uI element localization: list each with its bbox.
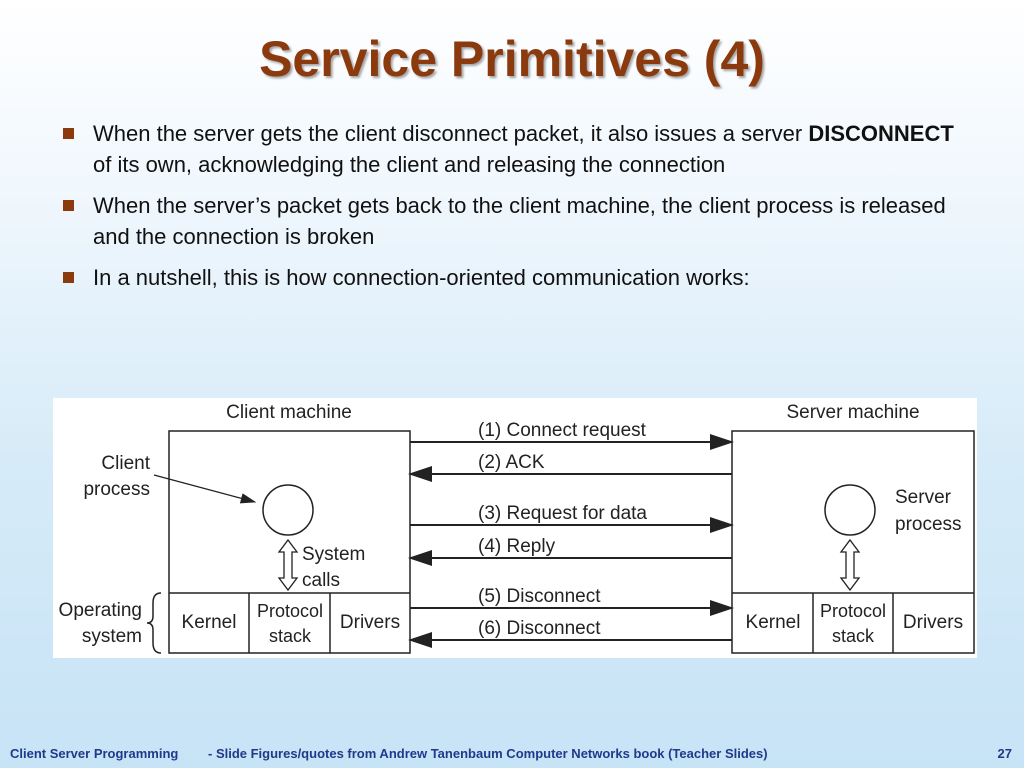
operating-system-label-2: system — [82, 626, 142, 647]
os-brace-icon — [146, 592, 162, 654]
slide-title: Service Primitives (4) — [259, 31, 765, 87]
server-syscall-arrow-icon — [839, 538, 861, 592]
client-syscall-arrow-icon — [277, 538, 299, 592]
server-process-circle — [824, 484, 876, 536]
bullet-text: of its own, acknowledging the client and… — [93, 152, 726, 177]
bullet-square-icon — [63, 200, 74, 211]
message-label: (3) Request for data — [478, 503, 647, 524]
bullet-item: When the server gets the client disconne… — [58, 118, 978, 180]
footer-credit: - Slide Figures/quotes from Andrew Tanen… — [208, 746, 768, 761]
client-process-label-2: process — [83, 479, 150, 500]
bullet-text: When the server gets the client disconne… — [93, 121, 809, 146]
message-label: (6) Disconnect — [478, 618, 601, 639]
server-protocol-label: Protocol — [820, 601, 886, 621]
slide-footer: Client Server Programming - Slide Figure… — [0, 740, 1024, 768]
client-process-circle — [262, 484, 314, 536]
client-kernel-label: Kernel — [182, 612, 237, 633]
client-process-pointer — [153, 474, 257, 504]
client-machine-label: Client machine — [226, 402, 352, 423]
bullet-list: When the server gets the client disconne… — [58, 118, 978, 303]
message-label: (1) Connect request — [478, 420, 647, 441]
footer-course: Client Server Programming — [10, 746, 179, 761]
server-machine-label: Server machine — [786, 402, 919, 423]
message-label: (2) ACK — [478, 452, 545, 473]
message-label: (5) Disconnect — [478, 586, 601, 607]
server-kernel-label: Kernel — [746, 612, 801, 633]
diagram-svg: Client machine Server machine Kernel Pro… — [59, 402, 975, 654]
client-machine-box — [168, 430, 411, 654]
bullet-item: In a nutshell, this is how connection-or… — [58, 262, 978, 293]
server-stack-label: stack — [832, 626, 875, 646]
operating-system-label-1: Operating — [59, 600, 142, 621]
bullet-item: When the server’s packet gets back to th… — [58, 190, 978, 252]
server-drivers-label: Drivers — [903, 612, 963, 633]
server-machine-box — [731, 430, 975, 654]
connection-diagram: Client machine Server machine Kernel Pro… — [53, 398, 977, 658]
client-drivers-label: Drivers — [340, 612, 400, 633]
message-label: (4) Reply — [478, 536, 556, 557]
client-protocol-label: Protocol — [257, 601, 323, 621]
client-process-label-1: Client — [101, 453, 150, 474]
server-process-label-2: process — [895, 514, 962, 535]
message-arrows — [408, 434, 734, 648]
bullet-square-icon — [63, 272, 74, 283]
server-process-label-1: Server — [895, 487, 952, 508]
client-stack-label: stack — [269, 626, 312, 646]
system-calls-label-2: calls — [302, 570, 340, 591]
bullet-text: When the server’s packet gets back to th… — [93, 193, 946, 249]
system-calls-label-1: System — [302, 544, 365, 565]
bullet-bold-text: DISCONNECT — [808, 121, 954, 146]
bullet-text: In a nutshell, this is how connection-or… — [93, 265, 750, 290]
page-number: 27 — [997, 746, 1012, 761]
bullet-square-icon — [63, 128, 74, 139]
